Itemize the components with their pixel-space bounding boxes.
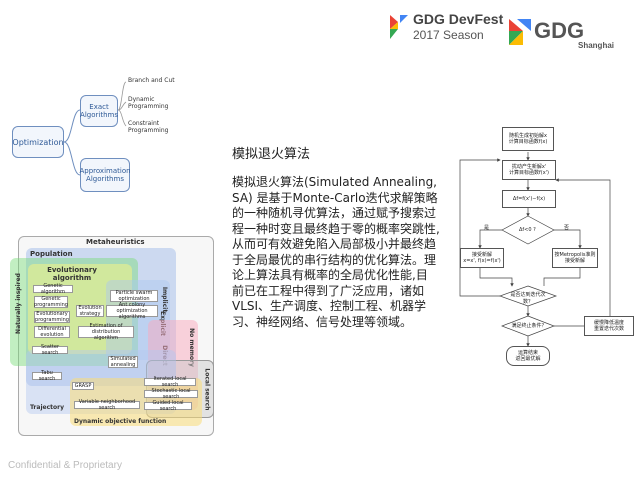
paragraph-line: 程一种时变且最终趋于零的概率突跳性, <box>232 221 440 236</box>
evolutionary-label: Evolutionary algorithm <box>47 266 97 282</box>
paragraph-line: 习、神经网络、信号处理等领域。 <box>232 314 413 329</box>
alg-guided-local: Guided local search <box>144 400 192 412</box>
population-label: Population <box>30 250 73 258</box>
approximation-algorithms-node: Approximation Algorithms <box>79 158 131 192</box>
fc-output-step: 运算结束 返回最优解 <box>506 346 550 366</box>
fc-no-label: 否 <box>564 225 570 231</box>
fc-perturb-step: 扰动产生新解x' 计算目标函数f(x') <box>502 160 556 180</box>
fc-stop-check-text: 满足终止条件？ <box>511 323 547 329</box>
paragraph-line: 前已在工程中得到了广泛应用，诸如 <box>232 283 425 298</box>
fc-decision-text: Δf<0 ? <box>519 227 536 233</box>
fc-init-step: 随机生成初始解x 计算目标函数f(x) <box>502 127 554 151</box>
exact-algorithms-node: Exact Algorithms <box>80 95 118 127</box>
fc-delta-step: Δf=f(x')−f(x) <box>502 190 556 208</box>
alg-evolution-strategy: Evolution strategy <box>76 305 104 317</box>
flowchart-connectors <box>459 152 611 347</box>
local-search-label: Local search <box>203 368 211 411</box>
constraint-programming-leaf: Constraint Programming <box>128 120 169 134</box>
tree-connectors <box>63 81 127 176</box>
implicit-label: Implicit <box>161 286 169 313</box>
alg-genetic-programming: Genetic programming <box>34 296 68 308</box>
alg-variable-neighborhood: Variable neighborhood search <box>74 399 140 411</box>
dynamic-programming-leaf: Dynamic Programming <box>128 96 169 110</box>
optimization-node: Optimization <box>12 126 64 158</box>
event-season: 2017 Season <box>413 28 484 42</box>
fc-yes-label: 是 <box>484 225 490 231</box>
trajectory-label: Trajectory <box>30 404 64 411</box>
section-heading: 模拟退火算法 <box>232 147 311 162</box>
dynamic-objective-label: Dynamic objective function <box>74 418 167 425</box>
chapter-city: Shanghai <box>578 41 615 50</box>
alg-scatter-search: Scatter search <box>32 344 68 356</box>
alg-iterated-local: Iterated local search <box>144 376 196 388</box>
confidential-footer: Confidential & Proprietary <box>8 460 122 471</box>
nature-inspired-label: Naturally inspired <box>14 273 22 334</box>
paragraph-line: VLSI、生产调度、控制工程、机器学 <box>232 299 427 313</box>
alg-tabu-search: Tabu search <box>32 370 62 382</box>
alg-differential-evolution: Differential evolution <box>34 326 70 338</box>
gdg-shanghai-logo-icon <box>509 19 531 45</box>
alg-particle-swarm: Particle swarm optimization <box>110 290 158 302</box>
fc-cool-step: 缓慢降低温度 重置迭代次数 <box>584 316 634 336</box>
alg-stochastic-local: Stochastic local search <box>144 388 198 400</box>
paragraph-line: 的一种随机寻优算法，通过赋予搜索过 <box>232 206 437 220</box>
fc-accept-step: 接受新解 x=x', f(x)=f(x') <box>460 248 504 268</box>
event-title: GDG DevFest <box>413 11 504 27</box>
fc-iter-check-text: 是否达到迭代次数？ <box>510 292 546 305</box>
gdg-devfest-logo-icon <box>390 15 408 39</box>
alg-evolutionary-programming: Evolutionary programming <box>34 311 70 323</box>
metaheuristics-title: Metaheuristics <box>86 238 145 246</box>
paragraph-line: 从而可有效避免陷入局部极小并最终趋 <box>232 237 437 251</box>
alg-estimation-distribution: Estimation of distribution algorithm <box>78 323 134 341</box>
fc-metropolis-step: 按Metropolis准则接受新解 <box>552 248 598 268</box>
paragraph-line: SA) 是基于Monte-Carlo迭代求解策略 <box>232 190 438 205</box>
alg-grasp: GRASP <box>72 382 94 390</box>
alg-ant-colony: Ant colony optimization algorithms <box>106 302 158 320</box>
alg-simulated-annealing: Simulated annealing <box>108 356 138 368</box>
chapter-logo-text: GDG <box>534 18 585 43</box>
alg-genetic-algorithm: Genetic algorithm <box>33 283 73 295</box>
article-paragraph: 模拟退火算法(Simulated Annealing, SA) 是基于Monte… <box>232 175 444 330</box>
paragraph-line: 于全局最优的串行结构的优化算法。理 <box>232 252 437 267</box>
paragraph-line: 论上算法具有概率的全局优化性能,目 <box>232 268 428 282</box>
paragraph-line: 模拟退火算法(Simulated Annealing, <box>232 175 437 189</box>
branch-and-cut-leaf: Branch and Cut <box>128 77 175 84</box>
